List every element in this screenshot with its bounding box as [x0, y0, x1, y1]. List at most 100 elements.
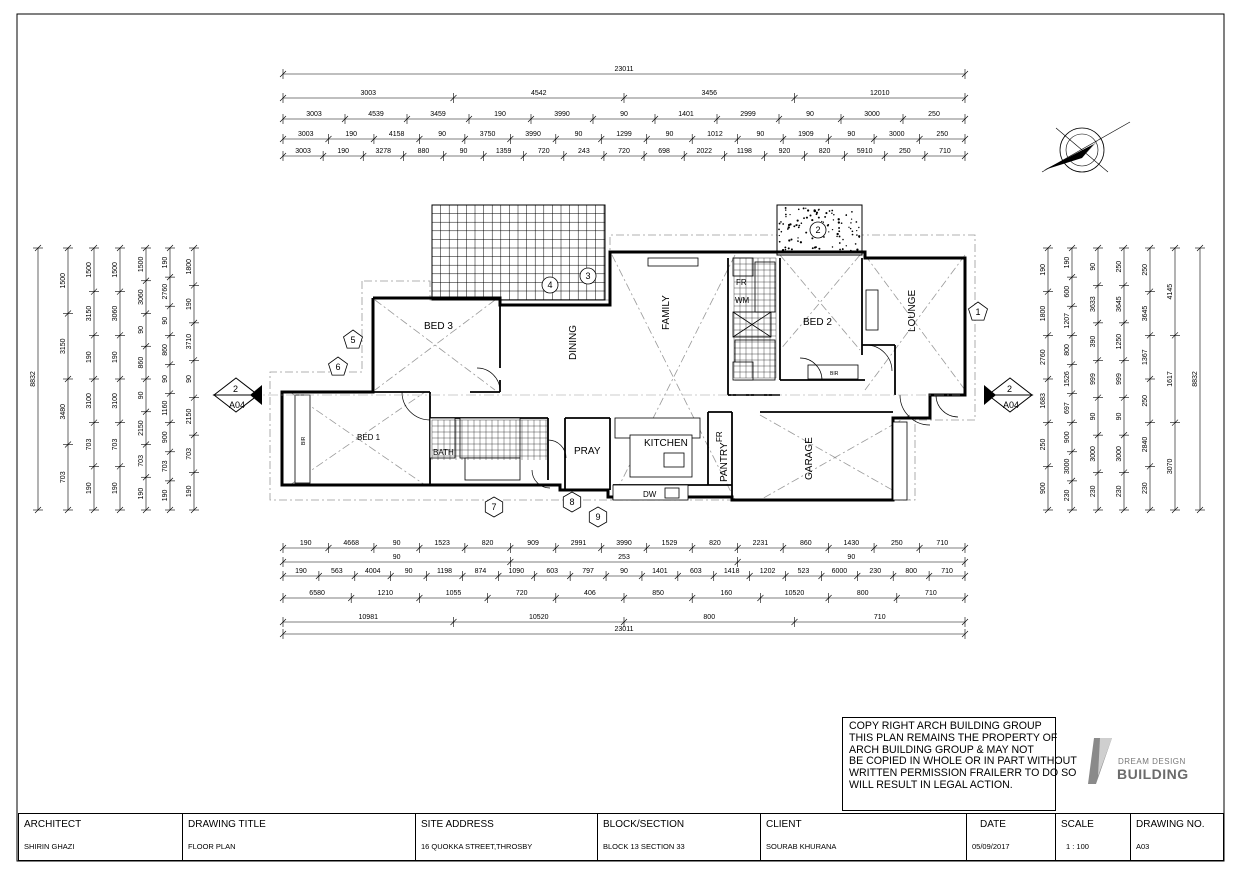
- logo-name: BUILDING: [1117, 766, 1189, 782]
- dimension-value: 190: [186, 485, 193, 497]
- dimension-value: 603: [690, 568, 702, 575]
- tb-drawing-title: DRAWING TITLE FLOOR PLAN: [183, 814, 416, 860]
- dimension-value: 90: [847, 554, 855, 561]
- dimension-value: 90: [460, 148, 468, 155]
- dimension-value: 1207: [1064, 313, 1071, 329]
- company-logo: DREAM DESIGN BUILDING: [1086, 736, 1206, 786]
- dimension-value: 900: [1064, 431, 1071, 443]
- room-labels: BED 3 DINING FAMILY BED 2 LOUNGE BED 1 B…: [301, 278, 918, 499]
- tb-drawing-no-label: DRAWING NO.: [1136, 819, 1205, 830]
- external-walls: [280, 250, 967, 502]
- dimension-value: 3000: [889, 131, 905, 138]
- tb-client-label: CLIENT: [766, 819, 802, 830]
- dimension-value: 10520: [529, 614, 549, 621]
- dimension-value: 874: [475, 568, 487, 575]
- tb-drawing-no-value: A03: [1136, 842, 1150, 851]
- dimension-value: 2150: [186, 409, 193, 425]
- dimension-value: 4004: [365, 568, 381, 575]
- dimension-value: 190: [138, 488, 145, 500]
- tb-architect: ARCHITECT SHIRIN GHAZI: [19, 814, 183, 860]
- dimension-value: 250: [1142, 264, 1149, 276]
- dimension-value: 850: [652, 590, 664, 597]
- dimension-value: 1367: [1142, 349, 1149, 365]
- notice-line-1: COPY RIGHT ARCH BUILDING GROUP: [849, 720, 1042, 732]
- dimension-value: 3150: [60, 338, 67, 354]
- dimension-value: 4542: [531, 90, 547, 97]
- dimension-value: 190: [112, 351, 119, 363]
- bottom-dimension-string: 23011: [279, 626, 969, 639]
- dimension-value: 900: [1040, 482, 1047, 494]
- dimension-value: 1202: [760, 568, 776, 575]
- dimension-value: 563: [331, 568, 343, 575]
- dimension-value: 1800: [1040, 306, 1047, 322]
- label-fridge-top: FR: [736, 278, 747, 287]
- dimension-value: 190: [112, 482, 119, 494]
- dimension-value: 10520: [785, 590, 805, 597]
- dimension-value: 1198: [437, 568, 452, 575]
- dimension-value: 5910: [857, 148, 873, 155]
- dimension-value: 999: [1090, 373, 1097, 385]
- dimension-value: 820: [482, 540, 494, 547]
- dimension-value: 860: [800, 540, 812, 547]
- dimension-value: 90: [847, 131, 855, 138]
- dimension-value: 1430: [844, 540, 860, 547]
- dimension-value: 190: [295, 568, 307, 575]
- dimension-value: 90: [757, 131, 765, 138]
- room-bed2: BED 2: [803, 317, 832, 328]
- dimension-value: 1210: [378, 590, 394, 597]
- logo-tagline: DREAM DESIGN: [1118, 757, 1186, 766]
- dimension-value: 250: [899, 148, 911, 155]
- dimension-value: 90: [405, 568, 413, 575]
- dimension-value: 3000: [1116, 446, 1123, 462]
- dimension-value: 10981: [359, 614, 379, 621]
- room-pray: PRAY: [574, 446, 601, 457]
- window-tag-8: 8: [562, 491, 582, 513]
- dimension-value: 900: [162, 431, 169, 443]
- dimension-value: 800: [905, 568, 917, 575]
- dimension-value: 999: [1116, 373, 1123, 385]
- dimension-value: 3645: [1116, 296, 1123, 312]
- dimension-value: 820: [819, 148, 831, 155]
- dimension-value: 703: [186, 448, 193, 460]
- tb-architect-label: ARCHITECT: [24, 819, 82, 830]
- dimension-value: 90: [438, 131, 446, 138]
- dimension-value: 90: [620, 111, 628, 118]
- dimension-value: 697: [1064, 402, 1071, 414]
- dimension-value: 1500: [138, 256, 145, 272]
- dimension-value: 920: [779, 148, 791, 155]
- dimension-value: 2760: [162, 284, 169, 300]
- dimension-value: 1090: [509, 568, 525, 575]
- section-left-sheet: A04: [229, 400, 245, 410]
- dimension-value: 703: [112, 439, 119, 451]
- dimension-value: 710: [939, 148, 951, 155]
- dimension-value: 3278: [376, 148, 392, 155]
- dimension-value: 1500: [86, 262, 93, 278]
- dimension-value: 1529: [662, 540, 678, 547]
- dimension-value: 1526: [1064, 371, 1071, 387]
- dimension-value: 710: [874, 614, 886, 621]
- dimension-value: 23011: [615, 626, 634, 633]
- dimension-value: 90: [666, 131, 674, 138]
- dimension-value: 4539: [368, 111, 384, 118]
- dimension-value: 250: [928, 111, 940, 118]
- dimension-value: 860: [138, 357, 145, 369]
- dimension-value: 1198: [737, 148, 752, 155]
- dimension-value: 1617: [1167, 371, 1174, 387]
- dimension-value: 698: [658, 148, 670, 155]
- dimension-value: 4668: [343, 540, 359, 547]
- sail-logo-icon: [1088, 738, 1112, 784]
- dimension-value: 230: [1116, 485, 1123, 497]
- window-tag-number: 9: [595, 512, 600, 522]
- dimension-value: 90: [806, 111, 814, 118]
- dimension-value: 2022: [696, 148, 712, 155]
- notice-line-2: THIS PLAN REMAINS THE PROPERTY OF: [849, 731, 1058, 744]
